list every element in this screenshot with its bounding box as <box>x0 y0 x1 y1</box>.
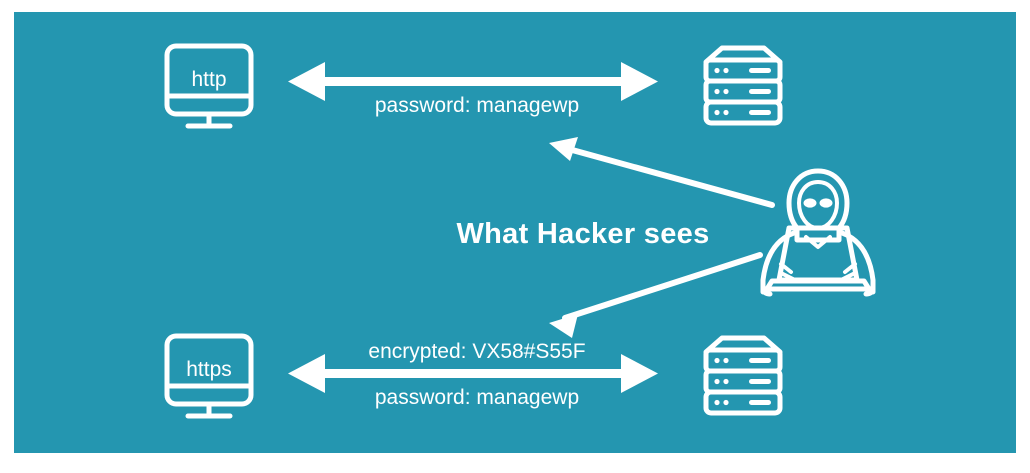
http-label: http <box>191 68 226 91</box>
hooded-hacker-with-laptop-icon <box>760 168 876 297</box>
https-flow-label-password: password: managewp <box>375 386 579 409</box>
monitor-icon <box>164 43 254 129</box>
server-rack-icon <box>703 45 783 126</box>
https-flow-label-encrypted: encrypted: VX58#S55F <box>368 340 585 363</box>
http-flow-group: http password: managewp <box>164 43 783 129</box>
page-title: What Hacker sees <box>456 218 709 250</box>
monitor-icon <box>164 333 254 419</box>
double-headed-arrow <box>288 62 658 101</box>
double-headed-arrow <box>288 354 658 393</box>
https-flow-group: https encrypted: VX58#S55F password: man… <box>164 333 783 419</box>
https-label: https <box>186 358 232 381</box>
server-rack-icon <box>703 335 783 416</box>
sightline-to-https <box>549 252 763 338</box>
http-flow-label-password: password: managewp <box>375 94 579 117</box>
sightline-to-http <box>549 137 775 208</box>
